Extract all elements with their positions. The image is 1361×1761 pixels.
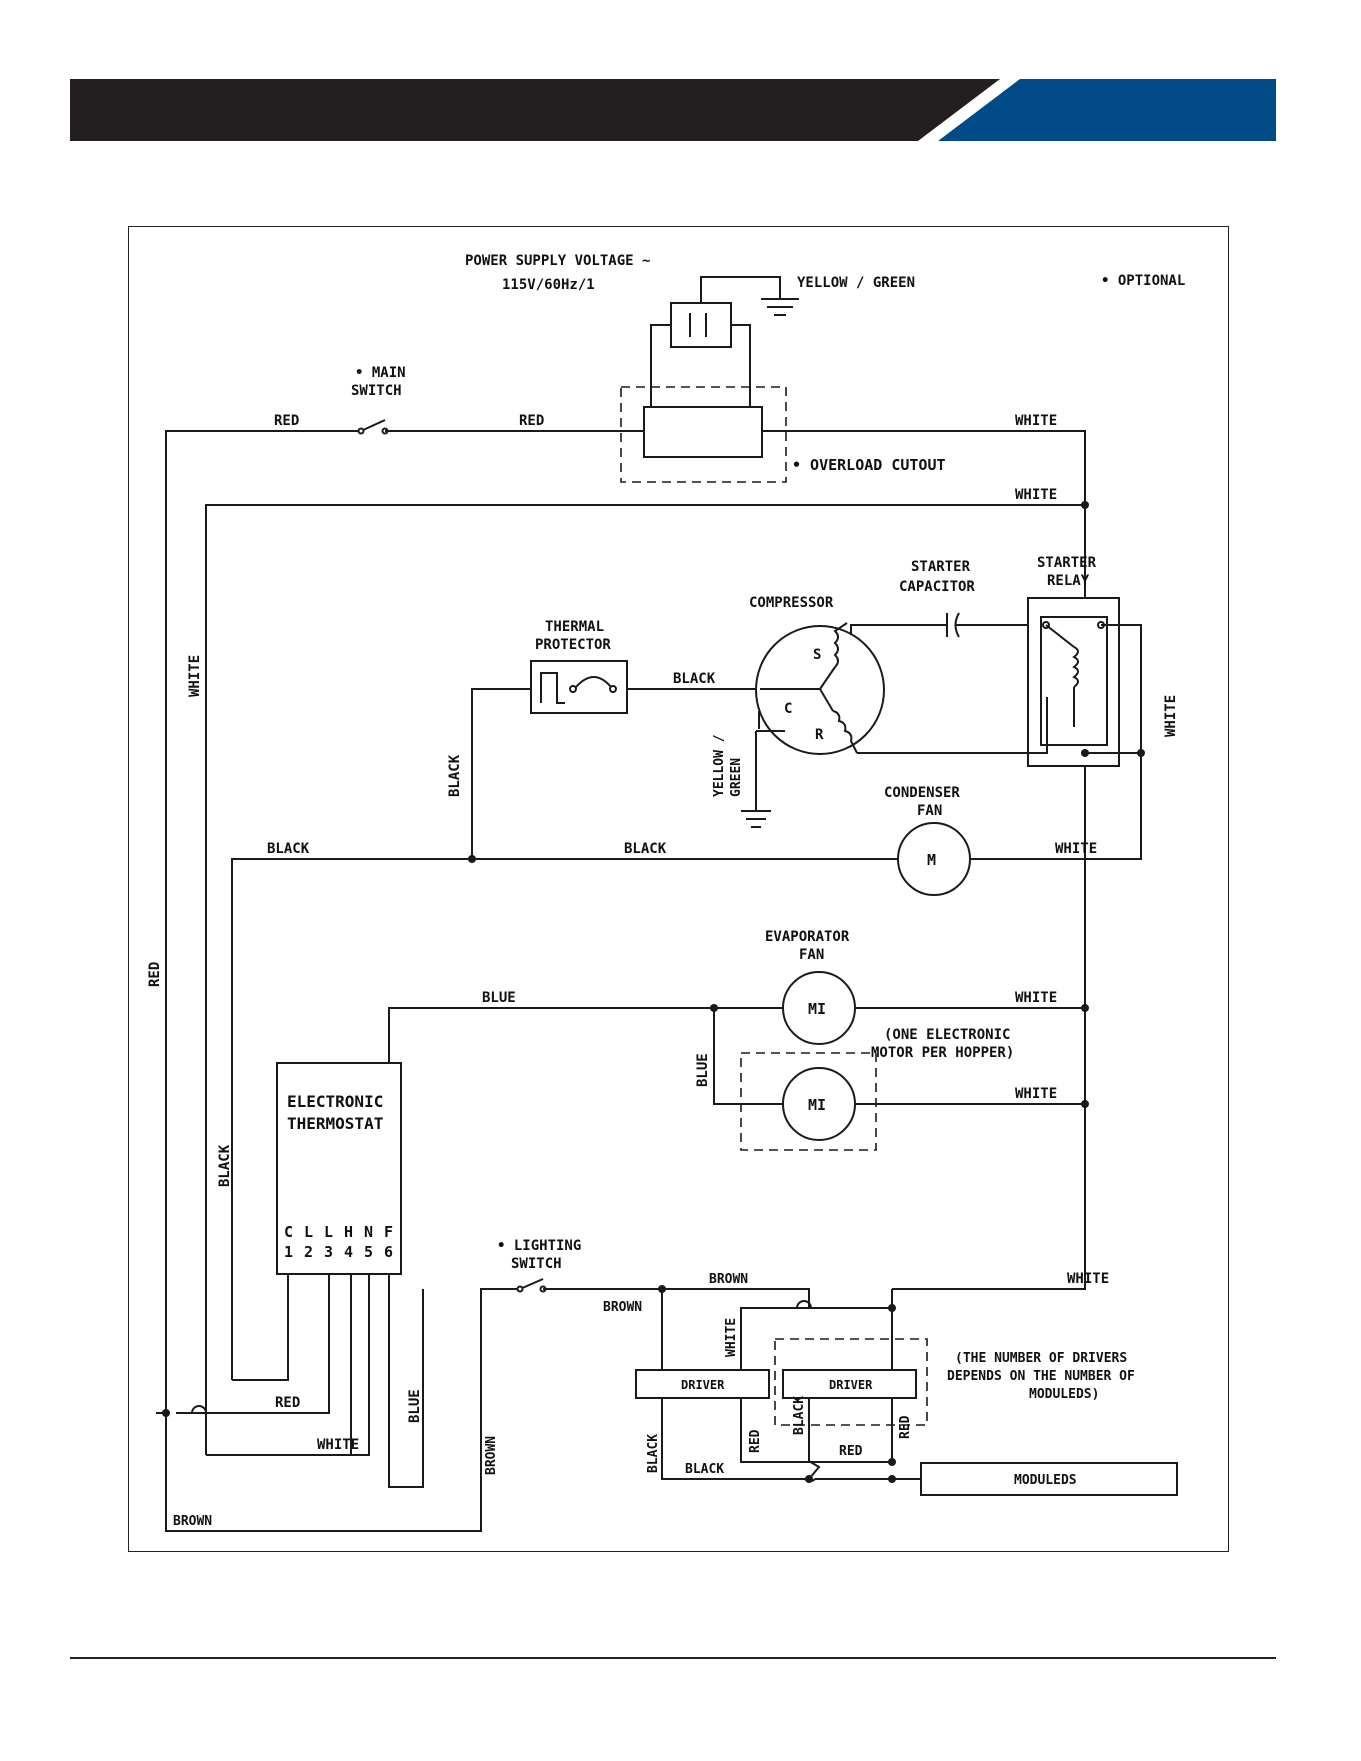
driver-optional-box (774, 1338, 928, 1426)
wire-label-brown-driver: BROWN (709, 1272, 748, 1287)
overload-cutout-box (620, 386, 787, 483)
compressor-terminal-s: S (813, 647, 821, 663)
wire-label-red-thermostat: RED (275, 1395, 300, 1411)
drivers-note-2: DEPENDS ON THE NUMBER OF (947, 1369, 1135, 1384)
page-header-bar (70, 79, 1276, 141)
thermostat-terminal-letter-3: L (324, 1223, 333, 1241)
thermostat-terminal-letter-1: C (284, 1223, 293, 1241)
thermostat-terminal-num-5: 5 (364, 1243, 373, 1261)
wire-label-white-left-vertical: WHITE (187, 655, 203, 697)
thermostat-terminal-num-6: 6 (384, 1243, 393, 1261)
wire-label-red-left-vertical: RED (147, 962, 163, 987)
compressor-ground-label-2: GREEN (729, 758, 744, 797)
starter-relay-label-1: STARTER (1037, 555, 1097, 571)
header-blue-band (938, 79, 1276, 141)
overload-cutout-label: • OVERLOAD CUTOUT (792, 456, 946, 474)
condenser-fan-label-2: FAN (917, 803, 942, 819)
evaporator-fan-label-2: FAN (799, 947, 824, 963)
wire-label-black-thermal: BLACK (673, 671, 716, 687)
lighting-switch-label-1: • LIGHTING (497, 1238, 581, 1254)
condenser-fan-motor-label: M (927, 851, 936, 869)
wire-label-brown-vertical: BROWN (484, 1436, 499, 1475)
thermostat-terminals: C L L H N F 1 2 3 4 5 6 (284, 1223, 393, 1261)
wire-label-white-evap-2: WHITE (1015, 1086, 1057, 1102)
wire-label-blue-thermostat: BLUE (407, 1389, 423, 1423)
wire-label-brown-switch: BROWN (603, 1300, 642, 1315)
compressor-ground-symbol (741, 810, 771, 828)
driver-1-label: DRIVER (681, 1378, 725, 1392)
footer-divider (70, 1657, 1276, 1659)
main-switch-label-1: • MAIN (355, 365, 406, 381)
header-dark-band (70, 79, 1000, 141)
wire-label-white-evap-1: WHITE (1015, 990, 1057, 1006)
main-switch-label-2: SWITCH (351, 383, 402, 399)
wire-label-white-thermostat: WHITE (317, 1437, 359, 1453)
starter-capacitor-label-1: STARTER (911, 559, 971, 575)
thermostat-label-1: ELECTRONIC (287, 1092, 383, 1111)
starter-relay-label-2: RELAY (1047, 573, 1090, 589)
electronic-thermostat (276, 1062, 402, 1275)
starter-capacitor-label-2: CAPACITOR (899, 579, 975, 595)
wire-label-blue-evap: BLUE (695, 1053, 711, 1087)
wire-label-red-drv-1: RED (748, 1429, 763, 1453)
wire-label-white-top: WHITE (1015, 413, 1057, 429)
wire-label-white-bus: WHITE (1015, 487, 1057, 503)
wire-label-black-vertical-1: BLACK (447, 754, 463, 797)
drivers-note-1: (THE NUMBER OF DRIVERS (955, 1351, 1127, 1366)
ground-symbol (761, 298, 799, 316)
wire-label-red-drv-bottom: RED (839, 1444, 863, 1459)
lighting-switch-label-2: SWITCH (511, 1256, 562, 1272)
thermostat-terminal-num-1: 1 (284, 1243, 293, 1261)
wire-label-red-top-left: RED (274, 413, 299, 429)
wiring-diagram: POWER SUPPLY VOLTAGE ~ 115V/60Hz/1 YELLO… (128, 226, 1229, 1552)
evaporator-note-1: (ONE ELECTRONIC (884, 1027, 1010, 1043)
thermostat-terminal-num-2: 2 (304, 1243, 313, 1261)
wire-label-white-condenser: WHITE (1055, 841, 1097, 857)
thermostat-terminal-letter-6: F (384, 1223, 393, 1241)
evaporator-fan-motor-1-label: MI (808, 1000, 826, 1018)
thermostat-terminal-num-4: 4 (344, 1243, 353, 1261)
drivers-note-3: MODULEDS) (1029, 1387, 1099, 1402)
wire-label-black-drv-2: BLACK (792, 1396, 807, 1435)
thermal-protector-label-1: THERMAL (545, 619, 604, 635)
wire-label-blue-top: BLUE (482, 990, 516, 1006)
power-supply-label: POWER SUPPLY VOLTAGE ~ (465, 253, 650, 269)
compressor-terminal-c: C (784, 701, 792, 717)
wire-label-black-drv-left: BLACK (646, 1434, 661, 1473)
power-plug (650, 276, 799, 372)
evaporator-fan-label-1: EVAPORATOR (765, 929, 850, 945)
thermostat-terminal-num-3: 3 (324, 1243, 333, 1261)
driver-2-label: DRIVER (829, 1378, 873, 1392)
compressor-terminal-r: R (815, 727, 824, 743)
wire-label-black-condenser: BLACK (624, 841, 667, 857)
thermal-protector-label-2: PROTECTOR (535, 637, 611, 653)
ground-wire-label: YELLOW / GREEN (797, 275, 915, 291)
driver-1 (635, 1369, 770, 1399)
overload-cutout (643, 406, 763, 458)
wire-label-white-driver: WHITE (724, 1318, 739, 1357)
driver-2 (782, 1369, 917, 1399)
evaporator-fan-motor-2-label: MI (808, 1096, 826, 1114)
wire-label-white-relay: WHITE (1163, 695, 1179, 737)
thermostat-label-2: THERMOSTAT (287, 1114, 383, 1133)
wire-label-red-drv-2: RED (898, 1415, 913, 1439)
wire-label-black-vertical-2: BLACK (217, 1144, 233, 1187)
moduleds (920, 1462, 1178, 1496)
wire-label-red-top-mid: RED (519, 413, 544, 429)
evaporator-fan-optional-box (740, 1052, 877, 1151)
wire-label-white-bottom-right: WHITE (1067, 1271, 1109, 1287)
moduleds-label: MODULEDS (1014, 1473, 1077, 1488)
wire-label-black-left: BLACK (267, 841, 310, 857)
thermostat-terminal-letter-2: L (304, 1223, 313, 1241)
thermostat-terminal-letter-4: H (344, 1223, 353, 1241)
compressor-ground-label-1: YELLOW / (712, 734, 727, 797)
optional-note: • OPTIONAL (1101, 273, 1185, 289)
power-supply-spec: 115V/60Hz/1 (502, 277, 595, 293)
compressor-label: COMPRESSOR (749, 595, 834, 611)
thermostat-terminal-letter-5: N (364, 1223, 373, 1241)
evaporator-note-2: MOTOR PER HOPPER) (871, 1045, 1014, 1061)
condenser-fan-label-1: CONDENSER (884, 785, 960, 801)
wire-label-black-drv-bottom: BLACK (685, 1462, 724, 1477)
wire-label-brown-bottom: BROWN (173, 1514, 212, 1529)
